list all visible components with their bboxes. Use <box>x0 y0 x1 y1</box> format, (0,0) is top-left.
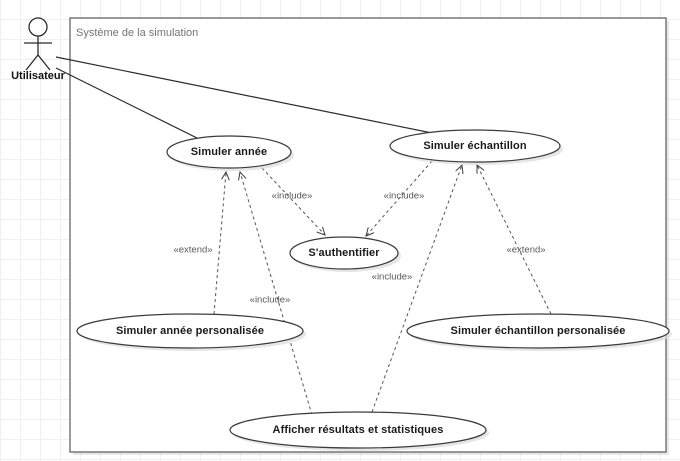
dependency-include-echantillon-auth <box>366 160 433 236</box>
use-case-label-simuler-annee: Simuler année <box>190 146 268 158</box>
use-case-simuler-echantillon-personalisee[interactable] <box>406 313 672 351</box>
stereotype-label-extend-annee: «extend» <box>173 244 213 256</box>
association-utilisateur-simuler-echantillon <box>55 56 438 135</box>
dependency-include-afficher-echantillon <box>371 165 462 413</box>
actor-leg-left-icon <box>25 54 39 71</box>
association-utilisateur-simuler-annee <box>55 67 202 141</box>
stereotype-label-include-afficher-echantillon: «include» <box>371 271 413 283</box>
dependency-include-afficher-annee <box>240 172 313 416</box>
actor-label-utilisateur: Utilisateur <box>11 70 65 82</box>
use-case-s-authentifier[interactable] <box>289 236 401 272</box>
use-case-label-simuler-echantillon: Simuler échantillon <box>423 140 527 152</box>
use-case-afficher-resultats[interactable] <box>229 411 489 451</box>
use-case-simuler-echantillon[interactable] <box>389 129 563 165</box>
use-case-ellipse <box>76 313 304 349</box>
actor-head-icon <box>28 17 48 37</box>
use-case-simuler-annee[interactable] <box>166 135 294 171</box>
actor-leg-right-icon <box>37 54 51 71</box>
system-boundary <box>69 17 667 453</box>
stereotype-label-extend-echantillon: «extend» <box>506 244 546 256</box>
stereotype-label-include-echantillon-auth: «include» <box>383 190 425 202</box>
use-case-ellipse <box>229 411 487 449</box>
use-case-label-simuler-annee-personalisee: Simuler année personalisée <box>115 325 265 337</box>
system-boundary-title: Système de la simulation <box>76 27 199 39</box>
use-case-simuler-annee-personalisee[interactable] <box>76 313 306 351</box>
use-case-label-s-authentifier: S'authentifier <box>308 247 380 259</box>
use-case-ellipse <box>289 236 399 270</box>
dependency-extend-echantillon <box>477 165 552 315</box>
use-case-label-afficher-resultats: Afficher résultats et statistiques <box>272 424 444 436</box>
use-case-ellipse <box>406 313 670 349</box>
stereotype-label-include-annee-auth: «include» <box>271 190 313 202</box>
use-case-label-simuler-echantillon-personalisee: Simuler échantillon personalisée <box>450 325 626 337</box>
use-case-ellipse <box>389 129 561 163</box>
actor-utilisateur[interactable] <box>24 17 52 71</box>
stereotype-label-include-afficher-annee: «include» <box>249 294 291 306</box>
use-case-ellipse <box>166 135 292 169</box>
